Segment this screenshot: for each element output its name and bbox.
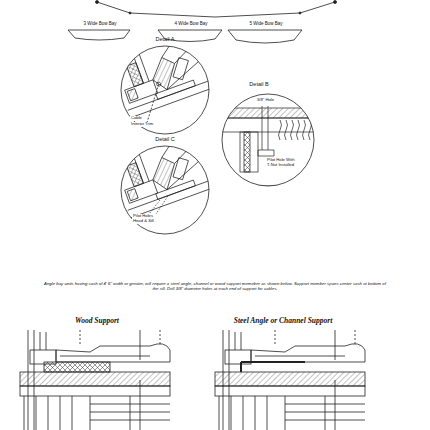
detail-title: Detail B bbox=[242, 81, 276, 87]
sill-section bbox=[215, 330, 365, 430]
drawing-stroke bbox=[240, 132, 258, 172]
drawing-stroke bbox=[235, 332, 241, 350]
drawing-stroke bbox=[309, 120, 312, 140]
drawing-stroke bbox=[24, 396, 72, 430]
drawing-stroke bbox=[303, 120, 306, 140]
callout-label: Pilot Hole With T-Nut Installed bbox=[266, 158, 298, 168]
callout-label: Cable bbox=[130, 116, 143, 121]
drawing-stroke bbox=[285, 396, 365, 430]
detail-title: Detail C bbox=[148, 136, 182, 142]
drawing-stroke bbox=[110, 31, 213, 117]
drawing-stroke bbox=[147, 54, 182, 93]
note-text: Angle bay units having sash of 4' 6" wid… bbox=[42, 282, 388, 292]
drawing-stroke bbox=[110, 131, 213, 217]
drawing-stroke bbox=[291, 120, 294, 140]
drawing-stroke bbox=[251, 344, 365, 362]
drawing-stroke bbox=[127, 163, 144, 187]
plan-label: 4 Wide Bow Bay bbox=[160, 21, 222, 26]
drawing-stroke bbox=[44, 362, 110, 372]
drawing-stroke bbox=[285, 120, 288, 140]
drawing-stroke bbox=[215, 386, 365, 396]
drawing-stroke bbox=[20, 386, 170, 396]
detail-title: Detail A bbox=[148, 36, 182, 42]
drawing-stroke bbox=[168, 55, 194, 83]
callout-label: Pilot Holes Head & Sill bbox=[132, 214, 162, 224]
drawing-stroke bbox=[241, 362, 305, 372]
detail-section bbox=[109, 128, 214, 218]
drawing-stroke bbox=[279, 120, 282, 140]
drawing-stroke bbox=[127, 189, 138, 201]
detail-section bbox=[222, 106, 314, 186]
drawing-stroke bbox=[258, 150, 274, 156]
sill-section bbox=[20, 330, 170, 430]
plan-label: 3 Wide Bow Bay bbox=[70, 21, 130, 26]
drawing-stroke bbox=[56, 344, 170, 362]
drawing-stroke bbox=[219, 396, 267, 430]
drawing-stroke bbox=[147, 154, 182, 193]
section-title: Steel Angle or Channel Support bbox=[218, 317, 348, 326]
drawing-stroke bbox=[127, 63, 144, 87]
drawing-stroke bbox=[80, 330, 160, 346]
drawing-stroke bbox=[156, 82, 161, 87]
drawing-stroke bbox=[297, 120, 300, 140]
detail-section bbox=[109, 28, 217, 128]
drawing-stroke bbox=[244, 132, 250, 172]
drawing-stroke bbox=[127, 89, 138, 101]
drawing-stroke bbox=[168, 155, 194, 183]
drawing-stroke bbox=[215, 372, 365, 386]
drawing-stroke bbox=[275, 330, 355, 346]
drawing-stroke bbox=[40, 332, 46, 350]
drawing-stroke bbox=[262, 106, 268, 150]
plan-label: 5 Wide Bow Bay bbox=[235, 21, 297, 26]
section-title: Wood Support bbox=[52, 317, 142, 326]
drawing-stroke bbox=[60, 356, 150, 357]
drawing-stroke bbox=[20, 372, 170, 386]
drawing-stroke bbox=[222, 186, 314, 187]
callout-label: Interior Trim bbox=[130, 122, 154, 127]
drawing-stroke bbox=[255, 356, 345, 357]
callout-label: 3/8" Hole bbox=[256, 98, 275, 103]
drawing-stroke bbox=[90, 396, 170, 430]
